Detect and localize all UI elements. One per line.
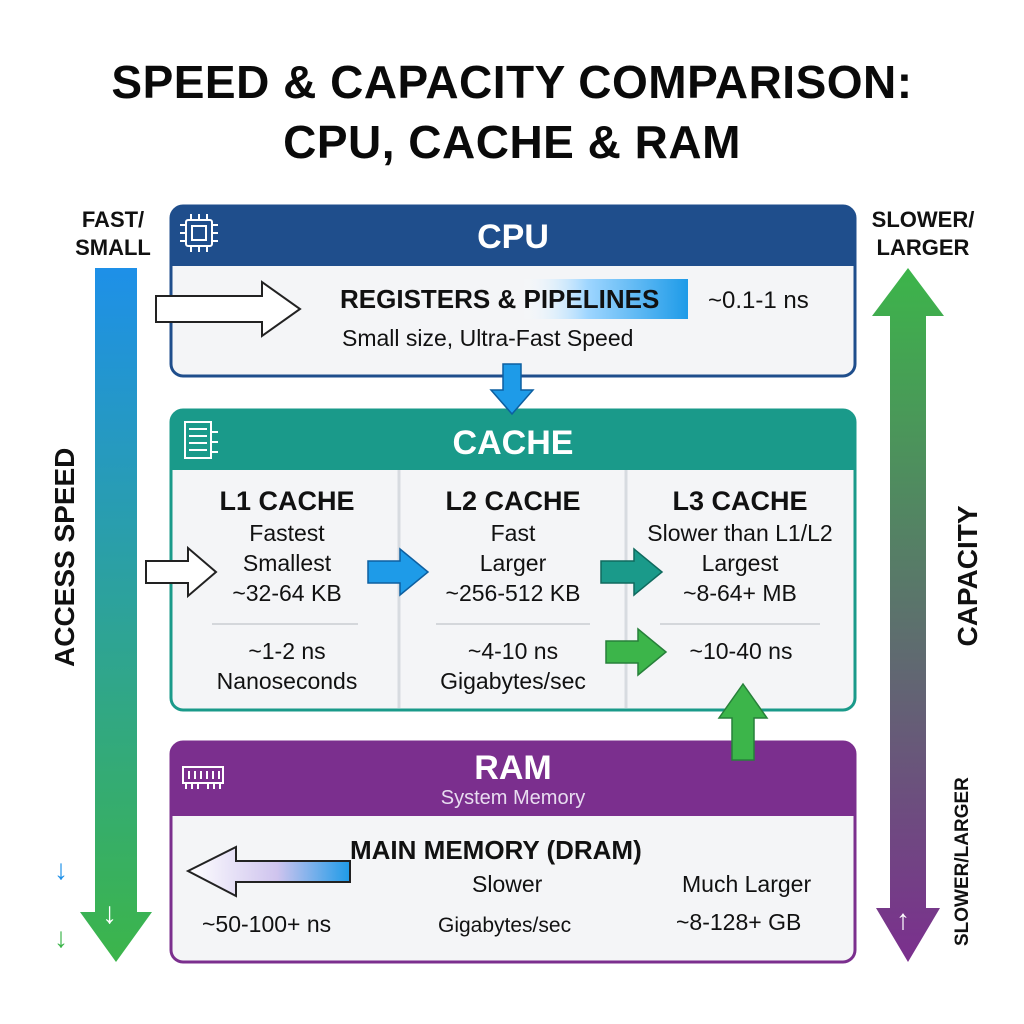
cpu-description: Small size, Ultra-Fast Speed xyxy=(342,325,634,351)
ram-size: ~8-128+ GB xyxy=(676,909,802,935)
ram-speed: Slower xyxy=(472,871,543,897)
cache-list-icon xyxy=(184,421,218,459)
small-down-arrow-icon-2: ↓ xyxy=(54,922,68,953)
l2-to-l3-latency-arrow xyxy=(605,627,668,677)
diagram-title: SPEED & CAPACITY COMPARISON: CPU, CACHE … xyxy=(0,52,1024,172)
ram-output-arrow xyxy=(185,845,351,898)
l3-cache-cell: L3 CACHE Slower than L1/L2 Largest ~8-64… xyxy=(628,484,852,608)
title-line-1: SPEED & CAPACITY COMPARISON: xyxy=(111,56,913,108)
capacity-arrow xyxy=(872,268,944,962)
l1-cache-line-1: Fastest xyxy=(249,520,325,546)
ram-header-bar xyxy=(171,742,855,816)
l2-cache-line-1: Fast xyxy=(490,520,536,546)
ram-header: RAM xyxy=(474,749,552,787)
l3-cache-line-1: Slower than L1/L2 xyxy=(647,520,833,546)
ram-latency: ~50-100+ ns xyxy=(202,911,332,937)
capacity-arrow-up-glyph: ↑ xyxy=(896,904,910,935)
cpu-header-bar xyxy=(171,206,855,266)
fast-small-label: FAST/ SMALL xyxy=(58,206,168,262)
l2-cache-cell: L2 CACHE Fast Larger ~256-512 KB xyxy=(401,484,625,608)
title-line-2: CPU, CACHE & RAM xyxy=(283,116,741,168)
l1-cache-latency: ~1-2 ns xyxy=(248,638,326,664)
l3-cache-size: ~8-64+ MB xyxy=(683,580,797,606)
l2-cache-latency: ~4-10 ns xyxy=(467,638,559,664)
cpu-latency: ~0.1-1 ns xyxy=(708,287,809,314)
l2-cache-line-2: Larger xyxy=(479,550,547,576)
l3-cache-latency: ~10-40 ns xyxy=(689,638,793,664)
cpu-header: CPU xyxy=(477,218,549,256)
ram-bandwidth: Gigabytes/sec xyxy=(438,914,572,937)
cache-header-bar xyxy=(171,410,855,470)
ram-capacity: Much Larger xyxy=(682,871,812,897)
cpu-row-title: REGISTERS & PIPELINES xyxy=(340,284,660,314)
l2-cache-size: ~256-512 KB xyxy=(445,580,581,606)
slower-larger-label: SLOWER/ LARGER xyxy=(858,206,988,262)
cpu-to-cache-arrow xyxy=(489,363,535,416)
access-speed-arrow xyxy=(80,268,152,962)
fast-small-line-1: FAST/ xyxy=(81,207,145,232)
cpu-input-arrow xyxy=(155,280,302,338)
slower-larger-line-1: SLOWER/ xyxy=(871,207,975,232)
fast-small-line-2: SMALL xyxy=(75,235,151,260)
ram-subheader: System Memory xyxy=(440,787,586,809)
l3-cache-timing: ~10-40 ns xyxy=(666,636,816,666)
l2-cache-name: L2 CACHE xyxy=(445,486,581,516)
l2-cache-timing: ~4-10 ns Gigabytes/sec xyxy=(401,636,625,696)
l1-to-l2-arrow xyxy=(367,547,430,597)
l1-cache-cell: L1 CACHE Fastest Smallest ~32-64 KB xyxy=(176,484,398,608)
l3-cache-line-2: Largest xyxy=(701,550,779,576)
l1-cache-line-2: Smallest xyxy=(242,550,332,576)
l2-cache-unit: Gigabytes/sec xyxy=(440,668,586,694)
ram-row-title: MAIN MEMORY (DRAM) xyxy=(350,835,642,865)
access-speed-label: ACCESS SPEED xyxy=(49,447,80,667)
ram-module-icon xyxy=(182,766,224,789)
speed-arrow-down-glyph: ↓ xyxy=(102,897,117,930)
l1-cache-unit: Nanoseconds xyxy=(216,668,358,694)
small-down-arrow-icon-1: ↓ xyxy=(54,854,68,885)
l1-cache-timing: ~1-2 ns Nanoseconds xyxy=(176,636,398,696)
cache-header: CACHE xyxy=(452,424,574,462)
capacity-label: CAPACITY xyxy=(952,505,983,647)
l1-cache-name: L1 CACHE xyxy=(219,486,355,516)
ram-to-l3-arrow xyxy=(717,682,769,761)
cpu-chip-icon xyxy=(180,214,218,252)
slower-larger-line-2: LARGER xyxy=(876,235,970,260)
l3-cache-name: L3 CACHE xyxy=(672,486,808,516)
l1-cache-size: ~32-64 KB xyxy=(232,580,342,606)
l2-to-l3-arrow xyxy=(600,547,664,597)
slower-larger-vertical-label: SLOWER/LARGER xyxy=(952,777,973,946)
l1-input-arrow xyxy=(145,545,218,599)
